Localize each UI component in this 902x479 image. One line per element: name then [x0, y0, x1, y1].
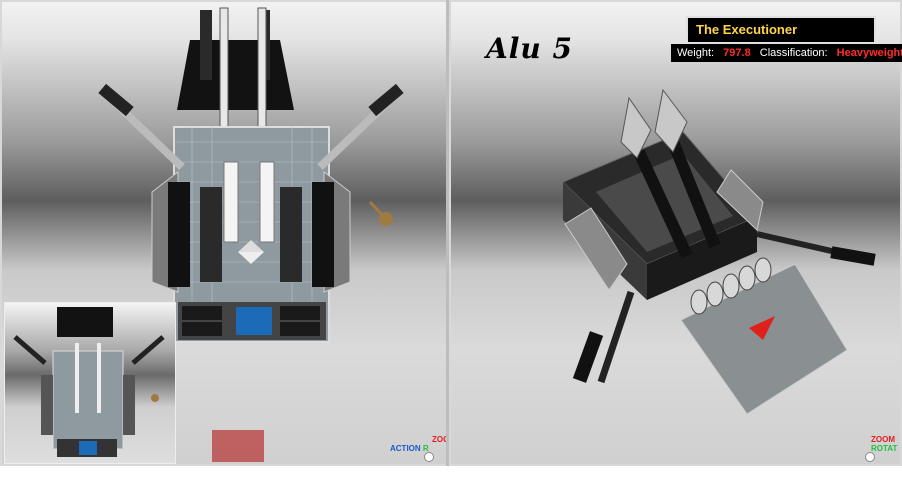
- left-action-label: ACTION R: [390, 444, 429, 453]
- robot-top-view: [98, 7, 404, 343]
- classification-value: Heavyweight: [836, 47, 902, 59]
- weight-label: Weight:: [677, 47, 715, 59]
- minimap-inset[interactable]: [4, 302, 176, 464]
- weapon-icon-badge[interactable]: [212, 430, 264, 462]
- right-rotate-label: ROTAT: [871, 444, 898, 453]
- classification-label: Classification:: [759, 47, 828, 59]
- left-zoom-label: ZOOM: [432, 435, 456, 444]
- camera-label: Alu 5: [486, 32, 573, 65]
- weight-value: 797.8: [723, 47, 751, 59]
- left-hud: ZOOM ACTION R: [390, 435, 456, 453]
- right-zoom-label: ZOOM: [871, 435, 895, 444]
- perspective-view-pane[interactable]: Alu 5 ZOOM ROTAT: [449, 0, 902, 466]
- robot-minimap: [13, 307, 165, 457]
- top-view-pane[interactable]: ZOOM ACTION R: [0, 0, 456, 466]
- robot-3d-view: [562, 88, 876, 415]
- robot-stats-bar: Weight: 797.8 Classification: Heavyweigh…: [671, 44, 902, 62]
- right-hud: ZOOM ROTAT: [871, 435, 897, 453]
- robot-name-panel: The Executioner: [686, 16, 876, 44]
- pane-divider: [446, 0, 449, 466]
- right-camera-knob[interactable]: [865, 452, 875, 462]
- left-camera-knob[interactable]: [424, 452, 434, 462]
- bottom-strip: [0, 466, 902, 479]
